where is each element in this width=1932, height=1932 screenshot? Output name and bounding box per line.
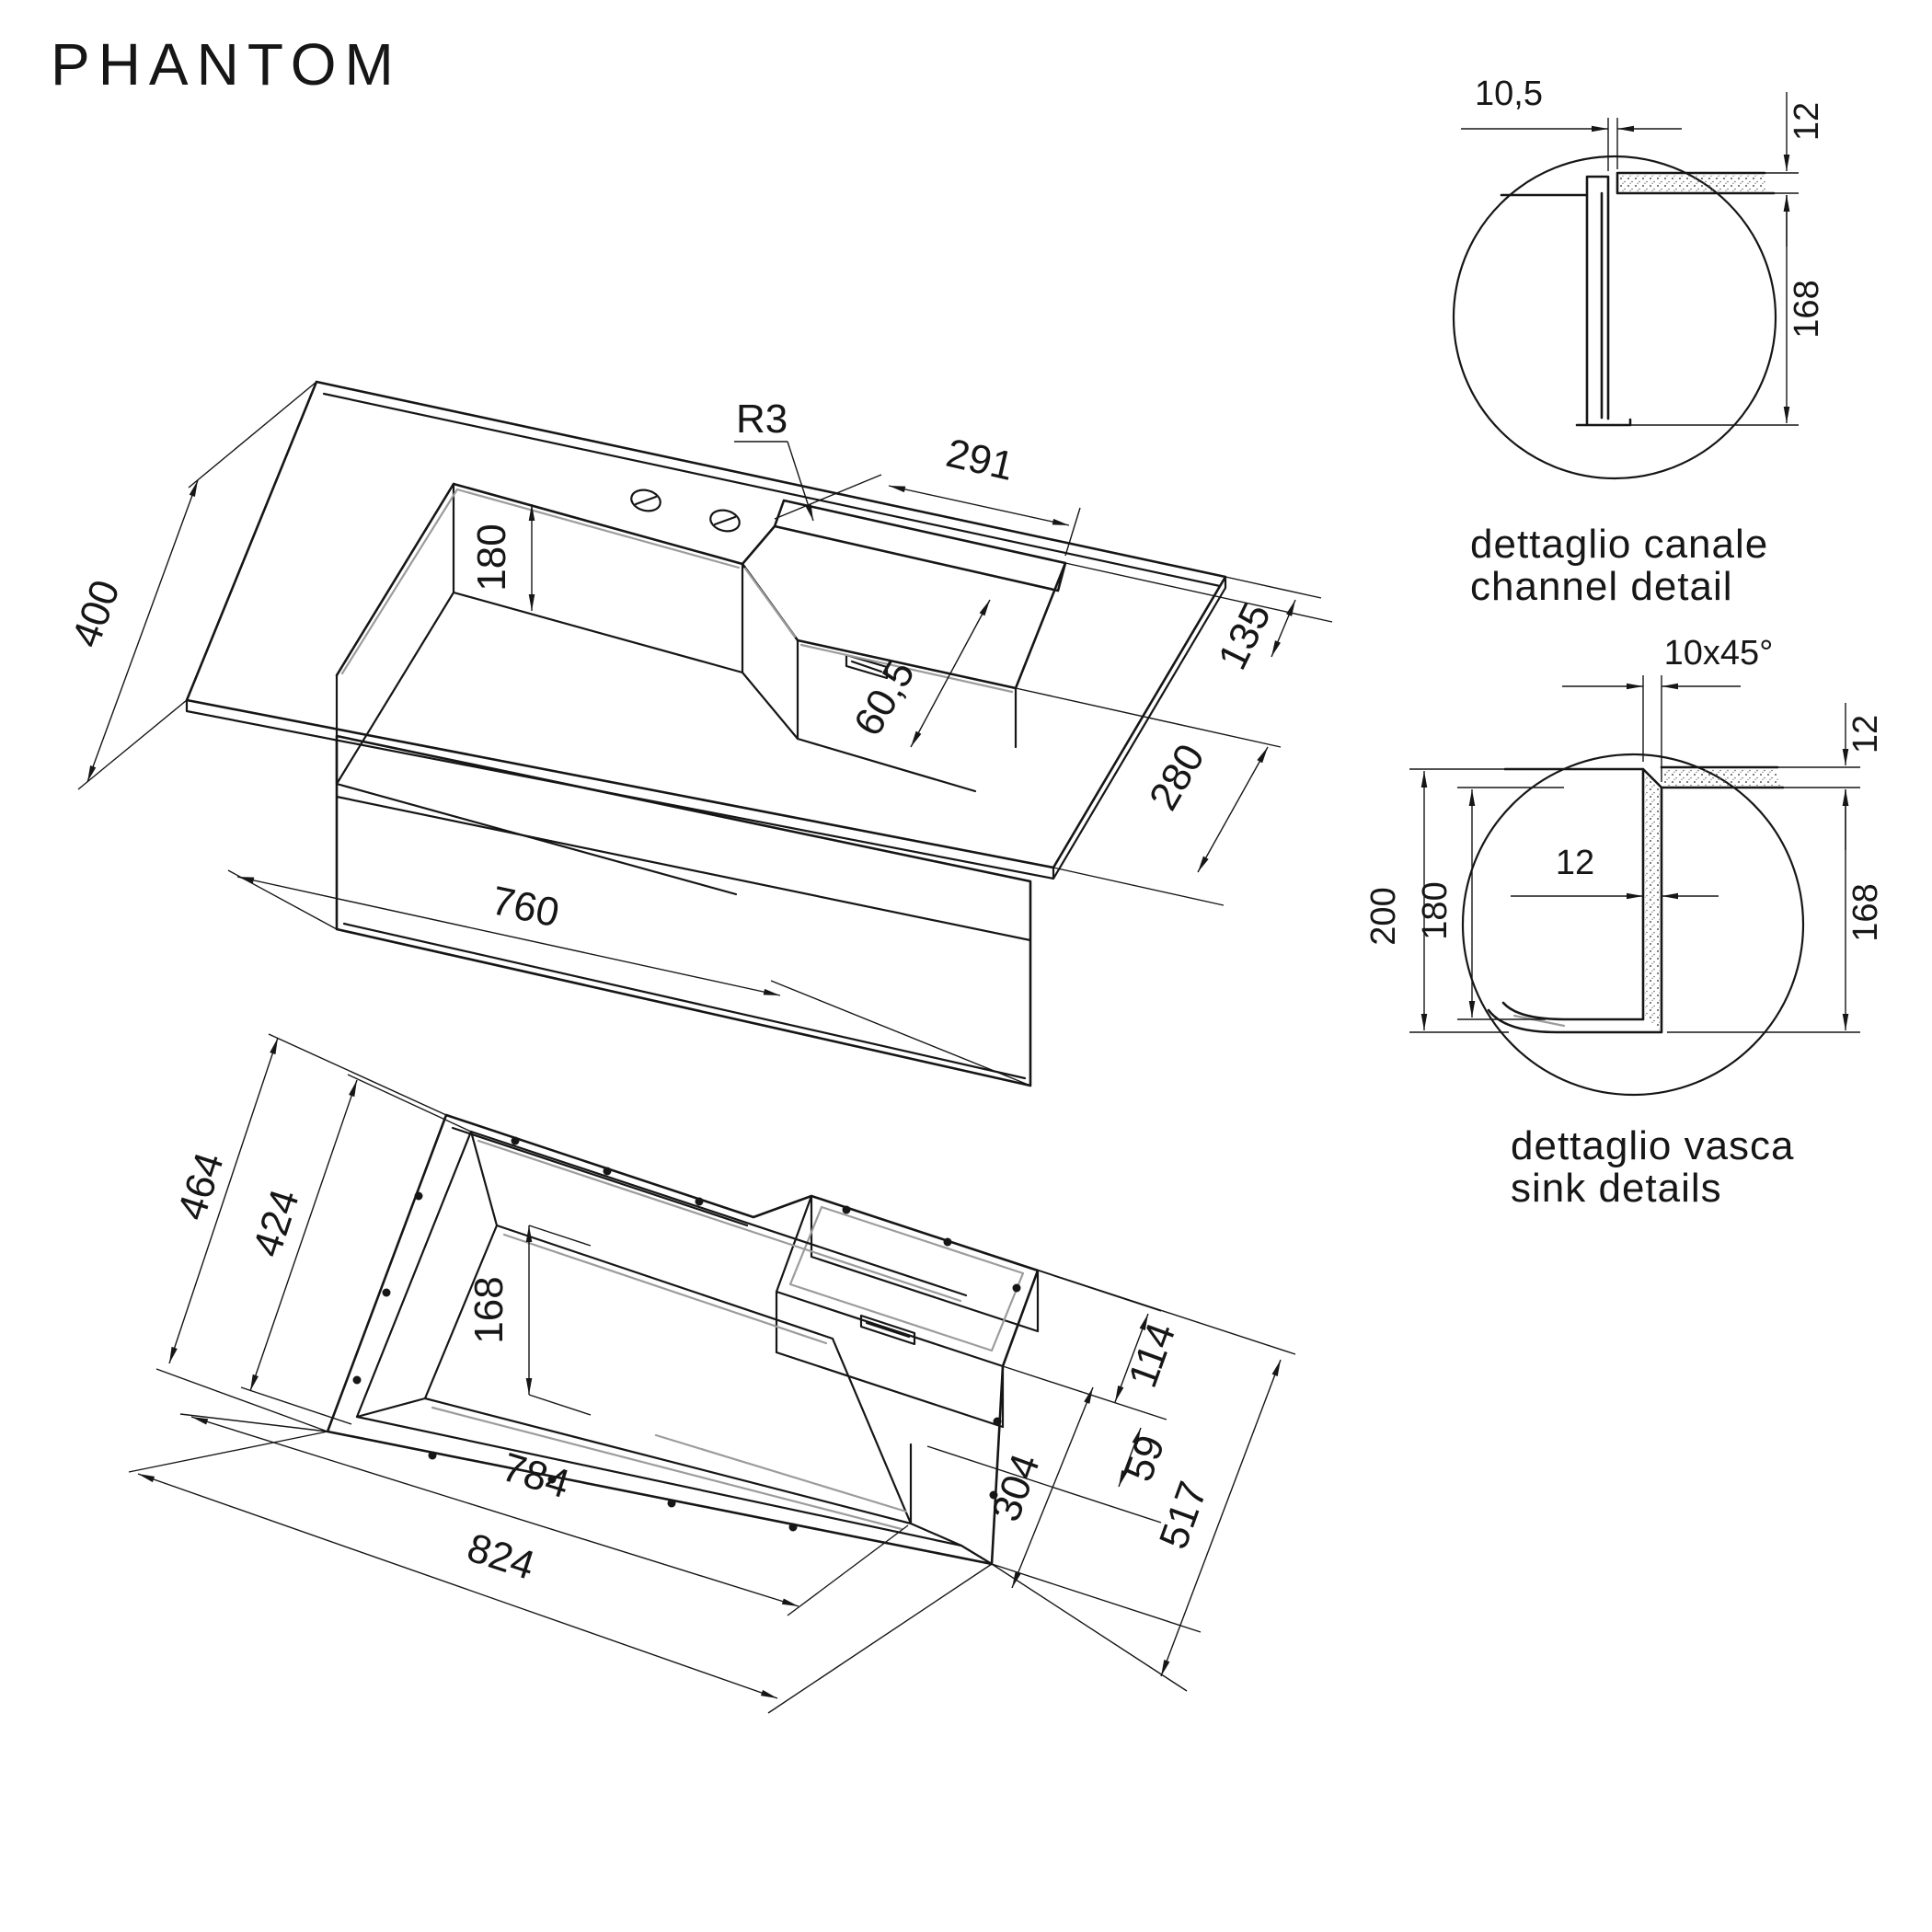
top-extension-lines: [77, 381, 1333, 1087]
detail-channel-caption-it: dettaglio canale: [1470, 522, 1768, 567]
dim-12-channel-label: 12: [1788, 102, 1826, 141]
main-bowl-inner-rim: [355, 1130, 994, 1566]
countertop-slab-outline: [185, 380, 1227, 869]
top-isometric-view: 400 180 R3 291 60,5 135 280 760: [63, 380, 1333, 1087]
bowl-unit-back-rim: [451, 1126, 749, 1227]
sink-wall-hatch: [1645, 769, 1781, 1030]
dim-line-400: [86, 479, 199, 783]
dim-line-114: [1114, 1313, 1149, 1403]
main-bowl-gray-lines: [431, 1139, 962, 1531]
channel-ext-lines: [1607, 118, 1799, 426]
fillet-accents: [340, 488, 1014, 694]
main-bowl-bottom: [355, 1130, 963, 1547]
dim-114-label: 114: [1120, 1317, 1184, 1394]
bottom-extension-lines: [128, 1033, 1296, 1714]
dim-12top-label: 12: [1846, 715, 1885, 753]
dim-line-59: [1118, 1427, 1142, 1488]
channel-slab-hatch: [1619, 175, 1770, 193]
dim-line-424: [249, 1079, 358, 1392]
dim-180-label: 180: [469, 523, 514, 591]
detail-sink-caption-en: sink details: [1511, 1166, 1722, 1211]
dim-180-sink-label: 180: [1416, 881, 1455, 939]
dim-line-760: [236, 876, 781, 996]
detail-channel-caption-en: channel detail: [1470, 564, 1733, 609]
channel-section: [1500, 171, 1776, 427]
under-bowl-flange-lines: [335, 795, 1032, 1080]
dim-168-bottom-label: 168: [466, 1276, 512, 1343]
dim-line-824: [137, 1473, 778, 1699]
dim-line-291: [888, 485, 1070, 526]
dim-168-sink-label: 168: [1846, 883, 1885, 941]
basin-interior-walls: [335, 482, 1018, 896]
bowl-unit-outline: [326, 1113, 1040, 1566]
small-basin-box: [775, 1194, 1040, 1429]
sink-section: [1487, 765, 1785, 1034]
dim-824-label: 824: [462, 1525, 540, 1589]
dim-line-280: [1197, 746, 1269, 873]
dim-304-label: 304: [983, 1448, 1049, 1527]
dim-400-label: 400: [63, 574, 129, 653]
r3-leader: [787, 441, 814, 522]
sink-bottom-gray: [1512, 1014, 1566, 1028]
detail-sink: 10x45° 12 168 12 200 180 dettaglio vasca…: [1364, 634, 1885, 1211]
dim-chamfer-label: 10x45°: [1664, 634, 1774, 673]
dim-59-label: 59: [1116, 1430, 1174, 1488]
radius-r3-label: R3: [736, 397, 788, 442]
detail-channel: 10,5 12 168 dettaglio canale channel det…: [1452, 75, 1826, 609]
bottom-isometric-view: 464 424 168 114 59 304 517 784 824: [128, 1033, 1296, 1714]
sink-ext-lines: [1409, 675, 1860, 1033]
dim-291-label: 291: [942, 431, 1018, 489]
faucet-hole-right: [709, 509, 741, 533]
overflow-slot: [845, 653, 889, 680]
dim-784-label: 784: [497, 1444, 575, 1507]
dim-line-135: [1271, 599, 1296, 658]
detail-sink-caption-it: dettaglio vasca: [1511, 1123, 1795, 1168]
small-basin-slot: [859, 1314, 916, 1346]
basin-opening-outline: [335, 482, 1067, 690]
under-bowl-body: [335, 734, 1032, 1087]
dim-line-304: [1011, 1386, 1094, 1589]
dim-line-60-5: [910, 599, 991, 748]
dim-760-label: 760: [488, 878, 563, 936]
detail-channel-circle: [1452, 155, 1777, 480]
dim-517-label: 517: [1151, 1476, 1216, 1555]
dim-464-label: 464: [169, 1147, 233, 1225]
dim-280-label: 280: [1141, 737, 1213, 818]
dim-line-517: [1160, 1359, 1282, 1677]
dim-200-label: 200: [1364, 887, 1403, 945]
dim-168-channel-label: 168: [1788, 280, 1826, 338]
detail-sink-circle: [1461, 753, 1805, 1097]
small-basin-inner-rim: [788, 1205, 1025, 1352]
faucet-hole-left: [630, 489, 661, 512]
dim-12wall-label: 12: [1556, 844, 1594, 882]
page-title: PHANTOM: [51, 31, 402, 98]
dim-10-5-label: 10,5: [1475, 75, 1543, 113]
